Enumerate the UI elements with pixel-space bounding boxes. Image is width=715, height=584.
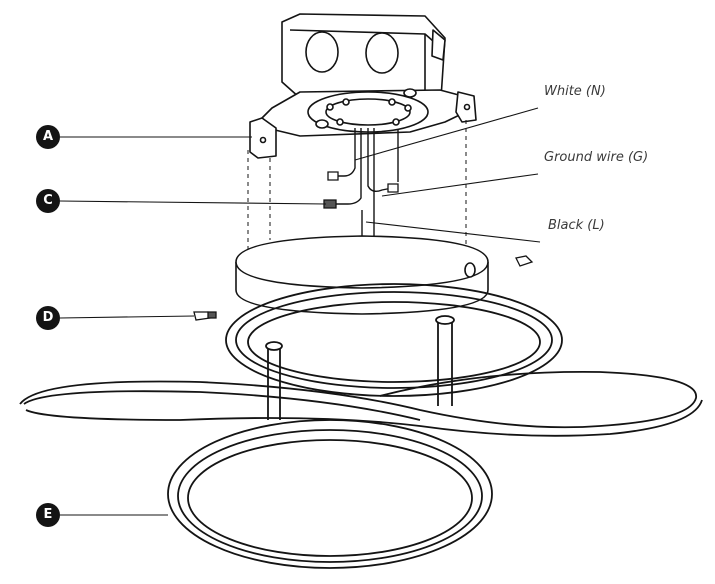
side-screws xyxy=(193,255,534,321)
wire-connectors xyxy=(323,171,399,209)
callout-c-badge: C xyxy=(36,189,60,213)
leader-lines xyxy=(59,107,541,516)
callout-d-badge: D xyxy=(36,306,60,330)
junction-box xyxy=(281,13,446,107)
supply-wires xyxy=(334,128,399,240)
mounting-bracket xyxy=(249,88,477,159)
led-rings xyxy=(19,283,703,569)
black-live-label: Black (L) xyxy=(548,218,605,233)
callout-a-badge: A xyxy=(36,125,60,149)
callout-e-badge: E xyxy=(36,503,60,527)
ground-wire-label: Ground wire (G) xyxy=(544,150,649,165)
white-neutral-label: White (N) xyxy=(544,84,606,99)
